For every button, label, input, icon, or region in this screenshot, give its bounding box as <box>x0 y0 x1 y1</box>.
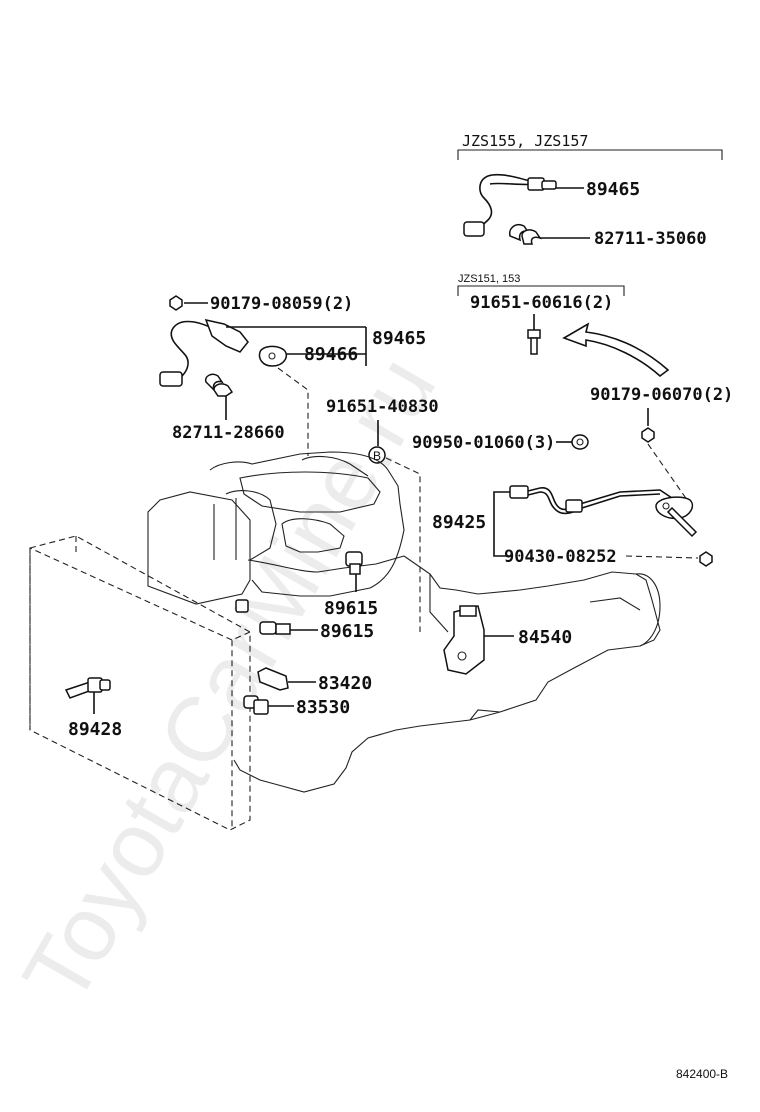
radiator-outline <box>29 535 251 831</box>
gasket-90430-08252 <box>699 551 713 567</box>
part-label-90179-08059: 90179-08059(2) <box>210 294 353 314</box>
part-label-89425: 89425 <box>432 512 486 533</box>
sensor-89428 <box>64 677 111 699</box>
part-label-89465-upper: 89465 <box>586 179 640 200</box>
part-label-82711-28660: 82711-28660 <box>172 423 285 443</box>
group-label-jzs151: JZS151, 153 <box>458 273 520 285</box>
oxygen-sensor-left <box>159 318 249 387</box>
part-label-90430-08252: 90430-08252 <box>504 547 617 567</box>
part-label-89466: 89466 <box>304 344 358 365</box>
part-label-84540: 84540 <box>518 627 572 648</box>
grommet-90950-01060 <box>571 434 589 450</box>
group-label-jzs155: JZS155, JZS157 <box>462 132 588 150</box>
clamp-82711-35060 <box>508 224 542 245</box>
clamp-82711-28660 <box>204 373 234 397</box>
speed-sensor-89425 <box>509 485 698 538</box>
group-bracket-jzs155: JZS155, JZS157 <box>457 132 723 160</box>
part-label-83420: 83420 <box>318 673 372 694</box>
engine-block-outline <box>147 451 661 793</box>
sensor-89615-lower <box>259 621 291 635</box>
gasket-89466 <box>258 345 288 367</box>
switch-83530 <box>243 695 269 715</box>
group-bracket-jzs151: JZS151, 153 <box>457 273 625 296</box>
part-label-90950-01060: 90950-01060(3) <box>412 433 555 453</box>
part-label-90179-06070: 90179-06070(2) <box>590 385 733 405</box>
sensor-83420 <box>257 667 289 691</box>
coupling <box>235 599 249 613</box>
switch-84540 <box>443 605 485 675</box>
nut-90179-06070 <box>641 427 655 443</box>
nut-90179-08059 <box>169 295 183 311</box>
sensor-89615-upper <box>345 551 363 575</box>
part-label-82711-35060: 82711-35060 <box>594 229 707 249</box>
part-label-89465-left: 89465 <box>372 328 426 349</box>
diagram-code: 842400-B <box>676 1067 728 1081</box>
part-label-89615-a: 89615 <box>324 598 378 619</box>
oxygen-sensor-upper <box>463 173 557 237</box>
part-label-91651-40830: 91651-40830 <box>326 397 439 417</box>
part-label-83530: 83530 <box>296 697 350 718</box>
part-label-91651-60616: 91651-60616(2) <box>470 293 613 313</box>
callout-marker-b-label: B <box>373 449 381 463</box>
part-label-89428: 89428 <box>68 719 122 740</box>
bolt-91651-60616 <box>527 329 541 355</box>
part-label-89615-b: 89615 <box>320 621 374 642</box>
direction-arrow <box>562 322 670 378</box>
